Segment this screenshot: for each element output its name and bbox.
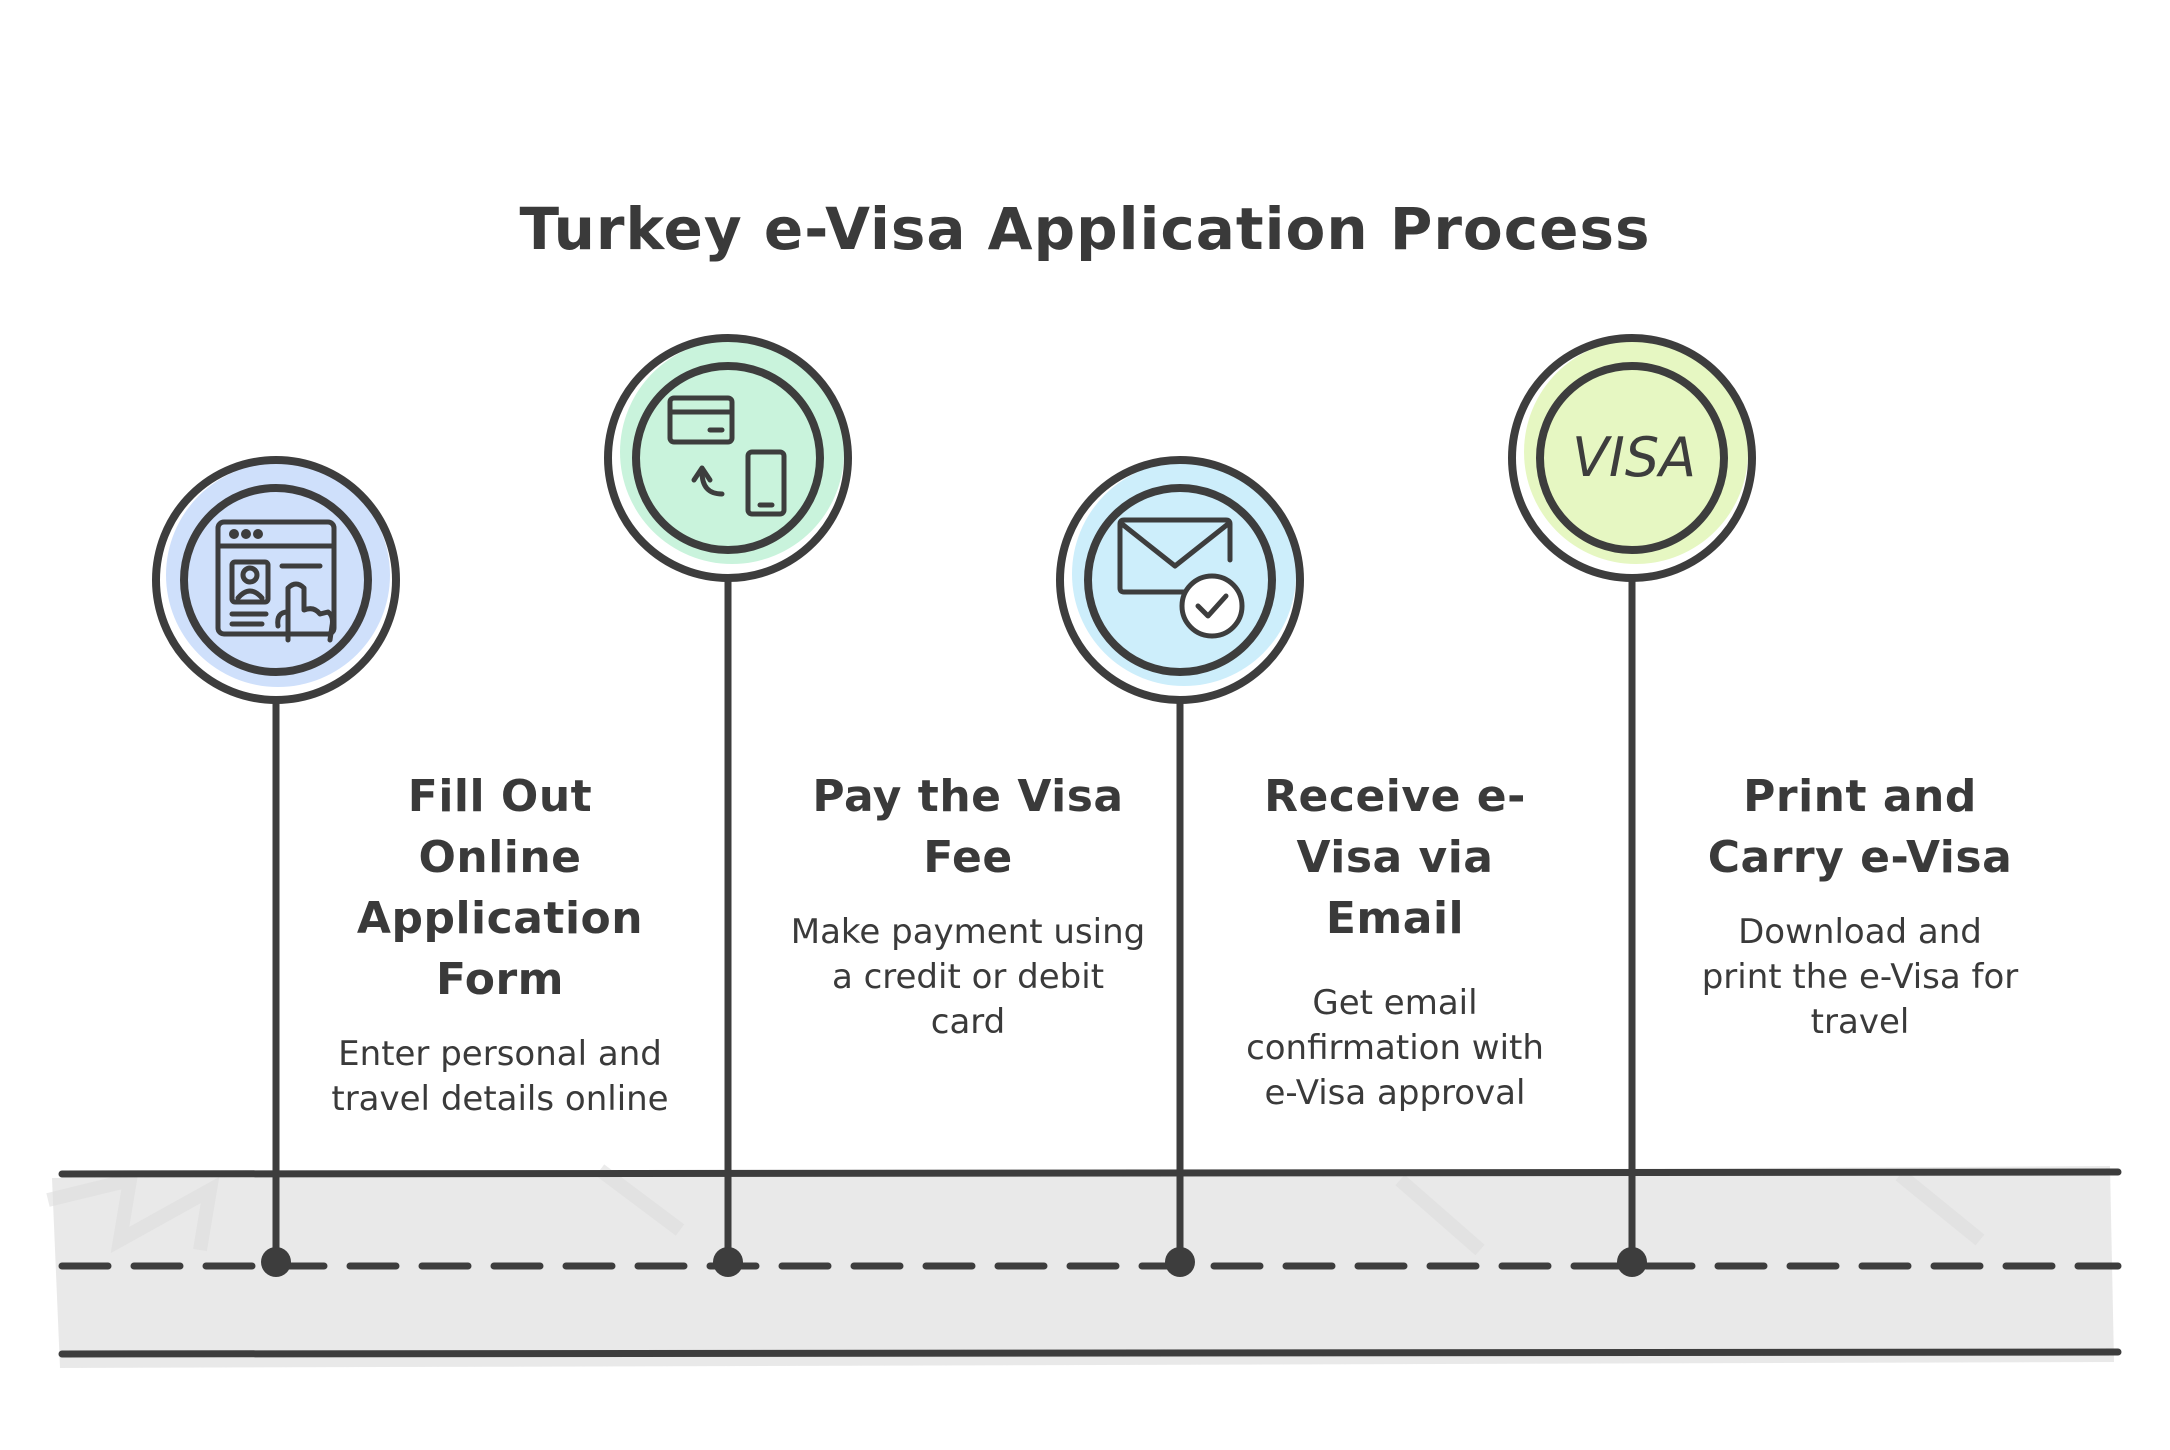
step-4-title-line: Carry e-Visa bbox=[1707, 832, 2013, 883]
step-3-node bbox=[1165, 1247, 1195, 1277]
step-3-title: Receive e- Visa via Email bbox=[1195, 766, 1595, 949]
step-1-marker bbox=[152, 456, 400, 1277]
step-2-title: Pay the Visa Fee bbox=[748, 766, 1188, 888]
step-4-desc-line: print the e-Visa for bbox=[1701, 957, 2019, 997]
step-3-desc-line: confirmation with bbox=[1246, 1028, 1544, 1068]
road-top-line bbox=[58, 1168, 2122, 1178]
card-payment-icon bbox=[667, 395, 787, 517]
step-4-description: Download and print the e-Visa for travel bbox=[1650, 910, 2070, 1045]
step-1-text: Fill Out Online Application Form Enter p… bbox=[300, 766, 700, 1122]
step-1-desc-line: travel details online bbox=[331, 1079, 669, 1119]
step-1-color-fill bbox=[166, 463, 390, 687]
step-3-inner-ring bbox=[1084, 484, 1276, 676]
step-4-outer-ring bbox=[1508, 334, 1756, 582]
timeline-road bbox=[46, 1164, 2122, 1368]
step-3-text: Receive e- Visa via Email Get email conf… bbox=[1195, 766, 1595, 1116]
step-4-desc-line: Download and bbox=[1738, 912, 1982, 952]
step-1-inner-ring bbox=[180, 484, 372, 676]
online-form-icon bbox=[215, 519, 337, 643]
step-2-desc-line: a credit or debit bbox=[831, 957, 1105, 997]
road-band-texture bbox=[46, 1164, 1985, 1256]
page-title: Turkey e-Visa Application Process bbox=[519, 195, 1651, 263]
step-4-text: Print and Carry e-Visa Download and prin… bbox=[1650, 766, 2070, 1045]
step-2-title-line: Fee bbox=[923, 832, 1013, 883]
step-3-outer-ring bbox=[1056, 456, 1304, 704]
step-1-desc-line: Enter personal and bbox=[338, 1034, 662, 1074]
step-2-title-line: Pay the Visa bbox=[812, 771, 1124, 822]
step-2-outer-ring bbox=[604, 334, 852, 582]
step-4-node bbox=[1617, 1247, 1647, 1277]
road-bottom-line bbox=[58, 1348, 2122, 1358]
step-3-description: Get email confirmation with e-Visa appro… bbox=[1195, 981, 1595, 1116]
step-3-title-line: Email bbox=[1325, 893, 1465, 944]
step-4-title-line: Print and bbox=[1743, 771, 1977, 822]
step-3-desc-line: Get email bbox=[1312, 983, 1478, 1023]
step-2-description: Make payment using a credit or debit car… bbox=[748, 910, 1188, 1045]
step-1-title-line: Online bbox=[418, 832, 582, 883]
email-check-icon bbox=[1117, 517, 1245, 639]
step-1-node bbox=[261, 1247, 291, 1277]
step-2-marker bbox=[604, 334, 852, 1277]
step-3-title-line: Receive e- bbox=[1264, 771, 1526, 822]
step-3-desc-line: e-Visa approval bbox=[1264, 1073, 1526, 1113]
step-4-title: Print and Carry e-Visa bbox=[1650, 766, 2070, 888]
step-2-desc-line: Make payment using bbox=[790, 912, 1146, 952]
step-1-outer-ring bbox=[152, 456, 400, 704]
step-4-color-fill bbox=[1524, 340, 1748, 564]
step-2-inner-ring bbox=[632, 362, 824, 554]
visa-stamp-icon: VISA bbox=[1572, 426, 1696, 489]
step-4-inner-ring bbox=[1536, 362, 1728, 554]
step-1-title-line: Form bbox=[435, 954, 565, 1005]
step-1-description: Enter personal and travel details online bbox=[300, 1032, 700, 1122]
step-3-marker bbox=[1056, 456, 1304, 1277]
step-1-title: Fill Out Online Application Form bbox=[300, 766, 700, 1010]
step-2-text: Pay the Visa Fee Make payment using a cr… bbox=[748, 766, 1188, 1045]
step-1-title-line: Application bbox=[356, 893, 644, 944]
step-3-title-line: Visa via bbox=[1296, 832, 1494, 883]
step-4-desc-line: travel bbox=[1810, 1002, 1910, 1042]
step-4-marker: VISA bbox=[1508, 334, 1756, 1277]
step-2-node bbox=[713, 1247, 743, 1277]
step-1-title-line: Fill Out bbox=[407, 771, 593, 822]
step-2-desc-line: card bbox=[930, 1002, 1006, 1042]
